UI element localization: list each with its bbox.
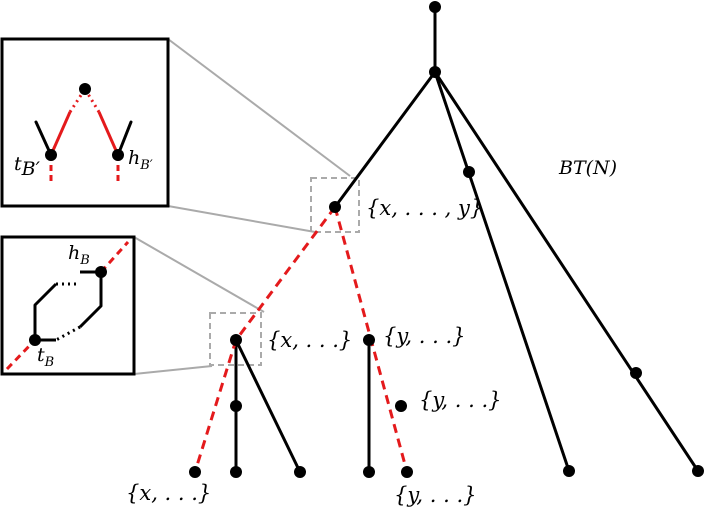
node-right-inner bbox=[463, 166, 475, 178]
node-far-right-mid bbox=[630, 367, 642, 379]
inset-bottom: hB tB bbox=[0, 235, 136, 376]
inset-top: tB′ hB′ bbox=[0, 37, 170, 208]
inset-top-left-dotted bbox=[68, 88, 87, 113]
node-xy bbox=[329, 201, 341, 213]
diagram-title: BT(N) bbox=[558, 157, 617, 179]
edge-to-far-right bbox=[433, 70, 700, 473]
highlight-edge-x-to-leaf bbox=[193, 339, 238, 473]
inset-bottom-tail-node bbox=[29, 334, 41, 346]
inset-top-head-node bbox=[112, 149, 124, 161]
inset-top-right-dotted bbox=[83, 88, 101, 113]
node-y-lower bbox=[395, 400, 407, 412]
inset-top-left-red bbox=[49, 111, 72, 156]
label-y-mid: {y, . . .} bbox=[383, 324, 466, 348]
inset-bottom-left-path bbox=[33, 282, 58, 340]
inset-bottom-tail-label: tB bbox=[37, 344, 54, 370]
node-y-mid bbox=[363, 334, 375, 346]
zoom-connectors bbox=[133, 38, 351, 375]
inset-top-left-stub bbox=[34, 120, 53, 157]
node-leaf-y bbox=[401, 466, 413, 478]
zoom-line-top-upper bbox=[167, 38, 351, 177]
highlight-edge-xy-to-x bbox=[234, 206, 337, 341]
inset-top-apex-node bbox=[79, 83, 91, 95]
node-leaf-2 bbox=[230, 466, 242, 478]
node-leaf-7 bbox=[692, 465, 704, 477]
label-x-leaf: {x, . . .} bbox=[126, 481, 211, 505]
edge-x-mid-right bbox=[234, 338, 302, 474]
inset-top-head-label: hB′ bbox=[128, 147, 153, 173]
node-leaf-6 bbox=[563, 465, 575, 477]
zoom-line-bottom-lower bbox=[133, 365, 213, 375]
inset-bottom-right-dotted bbox=[55, 325, 81, 342]
label-x-mid: {x, . . .} bbox=[267, 328, 352, 352]
label-y-leaf: {y, . . .} bbox=[394, 483, 477, 507]
label-xy-root: {x, . . . , y} bbox=[366, 196, 483, 220]
node-leaf-x bbox=[189, 466, 201, 478]
tree-nodes bbox=[189, 1, 704, 478]
node-x-mid bbox=[230, 334, 242, 346]
zoom-line-top-lower bbox=[167, 205, 316, 233]
inset-bottom-right-path bbox=[78, 272, 103, 329]
node-leaf-3 bbox=[294, 466, 306, 478]
inset-bottom-red-lower bbox=[5, 338, 37, 371]
inset-bottom-head-label: hB bbox=[68, 242, 90, 268]
node-root bbox=[429, 66, 441, 78]
inset-top-frame bbox=[0, 37, 170, 208]
node-leaf-4 bbox=[363, 466, 375, 478]
node-top bbox=[429, 1, 441, 13]
inset-bottom-head-node bbox=[95, 266, 107, 278]
edge-to-right-inner bbox=[433, 70, 571, 473]
inset-top-right-red bbox=[97, 111, 120, 156]
inset-bottom-red-upper bbox=[99, 240, 130, 274]
zoom-line-bottom-upper bbox=[133, 236, 265, 313]
inset-top-tail-node bbox=[45, 149, 57, 161]
zoom-box-upper bbox=[310, 177, 360, 233]
zoom-box-lower bbox=[209, 312, 262, 366]
inset-top-tail-label: tB′ bbox=[14, 153, 41, 180]
edge-to-xy-node bbox=[333, 70, 437, 209]
node-x-mid-lower bbox=[230, 400, 242, 412]
label-y-lower: {y, . . .} bbox=[419, 388, 502, 412]
